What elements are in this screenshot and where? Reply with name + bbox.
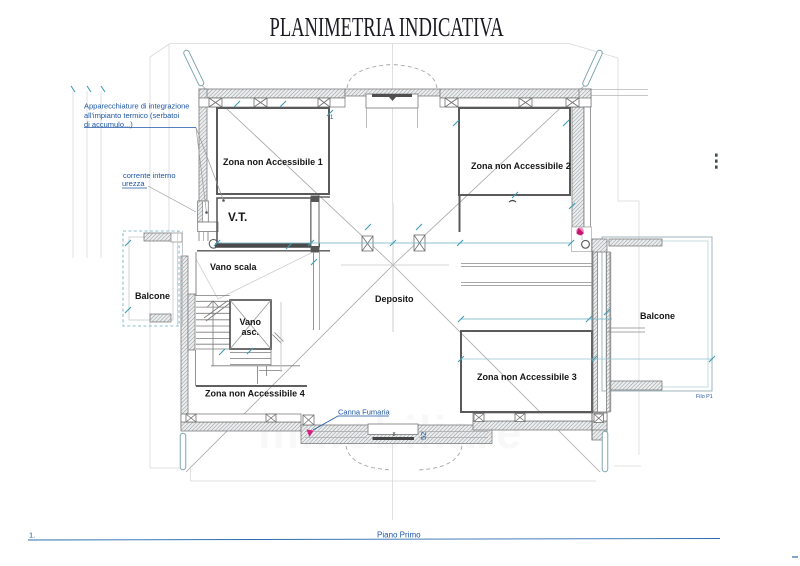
svg-text:Balcone: Balcone bbox=[135, 291, 170, 301]
svg-text:Vano: Vano bbox=[240, 317, 262, 327]
svg-text:Zona non Accessibile 2: Zona non Accessibile 2 bbox=[471, 161, 571, 171]
svg-text:Vano scala: Vano scala bbox=[210, 262, 258, 272]
svg-text:Balcone: Balcone bbox=[640, 311, 675, 321]
svg-text:urezza: urezza bbox=[122, 179, 145, 188]
svg-text:1.: 1. bbox=[29, 531, 35, 540]
svg-text:asc.: asc. bbox=[242, 327, 260, 337]
svg-text:Zona non Accessibile 4: Zona non Accessibile 4 bbox=[205, 389, 305, 399]
svg-text:Apparecchiature di integrazion: Apparecchiature di integrazione bbox=[84, 102, 189, 111]
svg-text:di accumulo...): di accumulo...) bbox=[84, 120, 133, 129]
svg-text:Filo P1: Filo P1 bbox=[696, 394, 713, 400]
svg-text:Canna Fumaria: Canna Fumaria bbox=[338, 408, 391, 417]
svg-text:corrente interno: corrente interno bbox=[123, 171, 176, 180]
svg-text:V.T.: V.T. bbox=[228, 210, 247, 224]
svg-text:Zona non Accessibile 1: Zona non Accessibile 1 bbox=[223, 157, 323, 167]
svg-text:8: 8 bbox=[393, 432, 396, 438]
svg-text:Piano Primo: Piano Primo bbox=[377, 531, 421, 540]
svg-text:PLANIMETRIA INDICATIVA: PLANIMETRIA INDICATIVA bbox=[270, 13, 504, 43]
svg-text:all'impianto termico (serbatoi: all'impianto termico (serbatoi bbox=[84, 111, 180, 120]
svg-text:52: 52 bbox=[419, 432, 428, 440]
svg-text:Zona non Accessibile 3: Zona non Accessibile 3 bbox=[477, 372, 577, 382]
svg-text:Deposito: Deposito bbox=[375, 294, 414, 304]
svg-text:1: 1 bbox=[330, 115, 334, 121]
